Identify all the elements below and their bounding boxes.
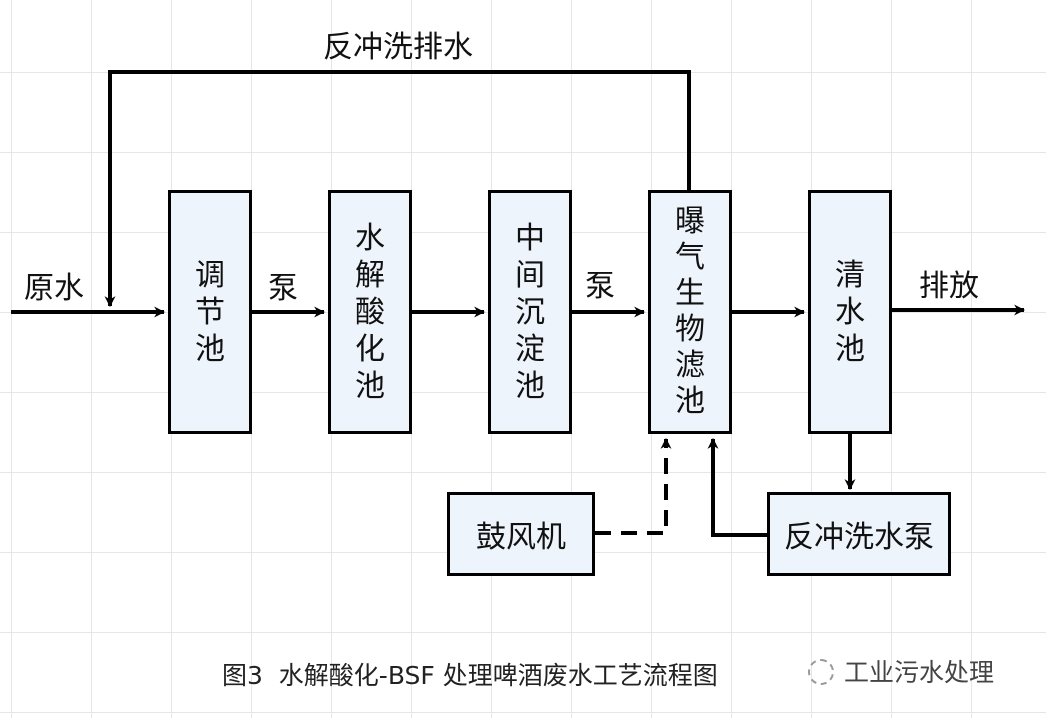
watermark: 工业污水处理	[808, 659, 994, 685]
edge-backwash-pump-to-bsf	[707, 437, 770, 537]
figure-caption: 图3 水解酸化-BSF 处理啤酒废水工艺流程图	[222, 661, 718, 690]
label-raw-water: 原水	[24, 271, 84, 306]
node-settling-tank[interactable]: 中间沉淀池	[488, 190, 572, 434]
node-label: 反冲洗水泵	[784, 520, 934, 555]
node-label: 调节池	[195, 257, 225, 367]
node-label: 鼓风机	[476, 520, 566, 555]
label-backwash-drain: 反冲洗排水	[323, 30, 473, 65]
edge-blower-to-bsf	[595, 437, 672, 535]
node-blower[interactable]: 鼓风机	[447, 492, 595, 576]
edge-backwash-drain	[104, 70, 691, 308]
node-label: 曝气生物滤池	[675, 204, 705, 419]
watermark-text: 工业污水处理	[844, 657, 995, 687]
node-regulating-tank[interactable]: 调节池	[168, 190, 252, 434]
wechat-icon	[808, 659, 834, 685]
node-bsf-tank[interactable]: 曝气生物滤池	[648, 190, 732, 434]
node-backwash-pump[interactable]: 反冲洗水泵	[767, 492, 951, 576]
node-label: 清水池	[835, 257, 865, 367]
label-pump-2: 泵	[585, 269, 615, 304]
node-label: 中间沉淀池	[515, 220, 545, 404]
label-discharge: 排放	[919, 269, 979, 304]
node-label: 水解酸化池	[355, 220, 385, 404]
node-hydrolysis-tank[interactable]: 水解酸化池	[328, 190, 412, 434]
label-pump-1: 泵	[268, 271, 298, 306]
node-clear-water-tank[interactable]: 清水池	[808, 190, 892, 434]
